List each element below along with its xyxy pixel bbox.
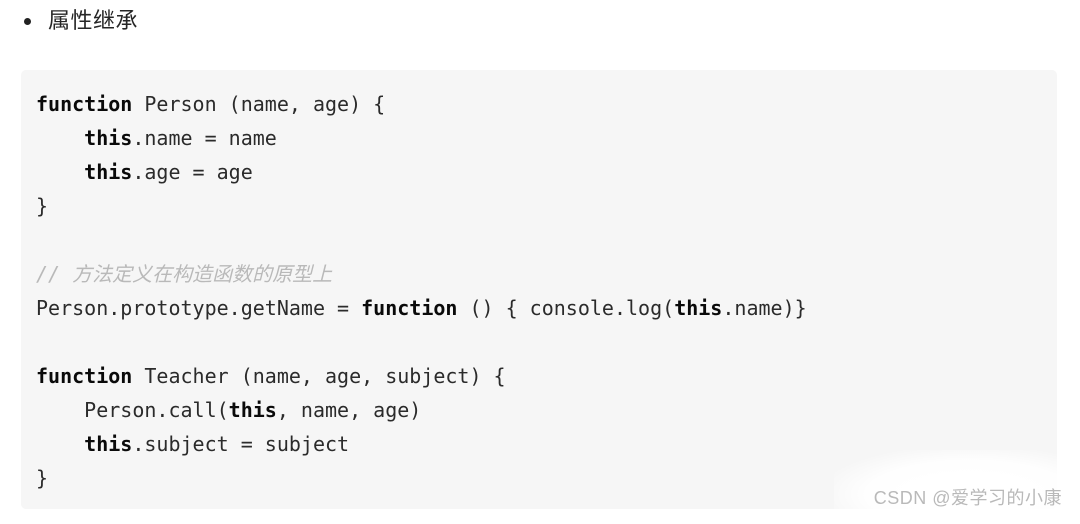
code-text: , name, age) — [276, 398, 422, 422]
code-keyword: this — [84, 432, 133, 456]
code-line: this.subject = subject — [36, 427, 1042, 461]
code-keyword: function — [36, 92, 133, 116]
code-keyword: this — [84, 160, 133, 184]
bullet-dot — [24, 17, 31, 25]
code-text: .name)} — [722, 296, 807, 320]
code-line: } — [36, 461, 1042, 495]
code-text — [36, 126, 84, 150]
code-text — [36, 160, 84, 184]
code-block: function Person (name, age) { this.name … — [21, 70, 1057, 509]
code-lines: function Person (name, age) { this.name … — [36, 87, 1042, 495]
code-keyword: this — [674, 296, 723, 320]
code-comment: // 方法定义在构造函数的原型上 — [36, 262, 333, 286]
watermark: CSDN @爱学习的小康 — [833, 450, 1080, 524]
code-line: Person.call(this, name, age) — [36, 393, 1042, 427]
code-text — [36, 432, 84, 456]
code-line — [36, 223, 1042, 257]
watermark-text: CSDN @爱学习的小康 — [873, 488, 1062, 508]
code-text: Person.call( — [36, 398, 229, 422]
code-line: this.age = age — [36, 155, 1042, 189]
code-keyword: this — [228, 398, 277, 422]
code-line: this.name = name — [36, 121, 1042, 155]
code-text: .name = name — [132, 126, 277, 150]
code-keyword: this — [84, 126, 133, 150]
code-text: Teacher (name, age, subject) { — [132, 364, 506, 388]
code-line: function Person (name, age) { — [36, 87, 1042, 121]
code-keyword: function — [361, 296, 458, 320]
code-line: function Teacher (name, age, subject) { — [36, 359, 1042, 393]
bullet-label: 属性继承 — [48, 8, 139, 33]
code-line: } — [36, 189, 1042, 223]
code-text: .subject = subject — [132, 432, 350, 456]
bullet-list-item: 属性继承 — [24, 7, 138, 35]
code-text: } — [36, 194, 49, 218]
code-text: } — [36, 466, 49, 490]
code-line: // 方法定义在构造函数的原型上 — [36, 257, 1042, 291]
code-text: Person.prototype.getName = — [36, 296, 362, 320]
code-line: Person.prototype.getName = function () {… — [36, 291, 1042, 325]
code-keyword: function — [36, 364, 133, 388]
code-text: Person (name, age) { — [132, 92, 386, 116]
code-text: () { console.log( — [457, 296, 675, 320]
code-text: .age = age — [132, 160, 253, 184]
code-line — [36, 325, 1042, 359]
